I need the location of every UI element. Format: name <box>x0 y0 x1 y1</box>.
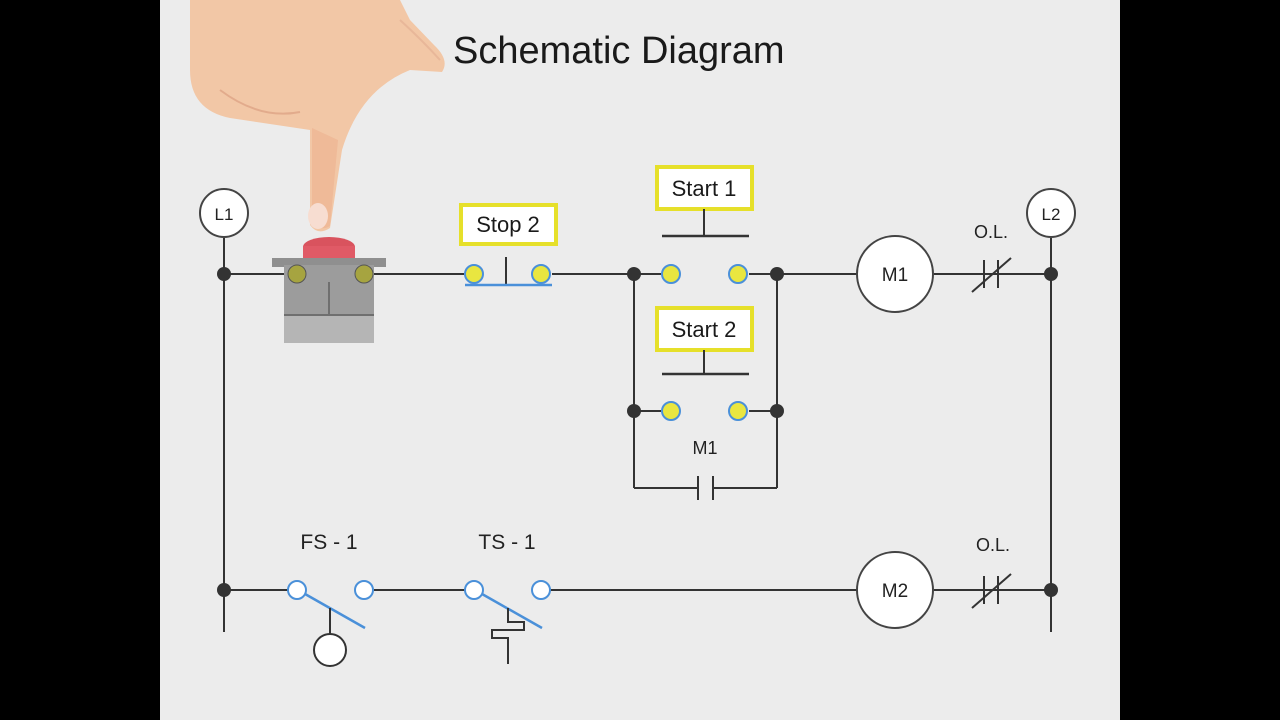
ladder-diagram: L1 L2 <box>190 0 1076 667</box>
motor-m1-label: M1 <box>882 265 908 286</box>
start2-pushbutton[interactable]: Start 2 <box>655 306 754 421</box>
terminal <box>661 401 681 421</box>
start1-label: Start 1 <box>672 176 737 201</box>
overload-label: O.L. <box>976 535 1010 555</box>
junction-dot <box>217 583 231 597</box>
l1-label: L1 <box>215 205 234 224</box>
terminal <box>728 264 748 284</box>
terminal <box>531 580 551 600</box>
stop2-label: Stop 2 <box>476 212 540 237</box>
stop1-pushbutton[interactable] <box>272 237 386 343</box>
terminal <box>354 580 374 600</box>
terminal <box>464 264 484 284</box>
junction-dot <box>770 404 784 418</box>
schematic-slide: Schematic Diagram L1 L2 <box>160 0 1120 720</box>
pointing-hand-icon <box>190 0 445 232</box>
start2-label: Start 2 <box>672 317 737 342</box>
junction-dot <box>627 404 641 418</box>
l2-label: L2 <box>1042 205 1061 224</box>
junction-dot <box>217 267 231 281</box>
overload-label: O.L. <box>974 222 1008 242</box>
ts1-label: TS - 1 <box>478 531 535 554</box>
terminal <box>661 264 681 284</box>
l2-terminal: L2 <box>1026 188 1076 238</box>
motor-m2-label: M2 <box>882 581 908 602</box>
terminal <box>287 580 307 600</box>
junction-dot <box>1044 583 1058 597</box>
start1-pushbutton[interactable]: Start 1 <box>655 165 754 284</box>
junction-dot <box>770 267 784 281</box>
diagram-title: Schematic Diagram <box>453 30 785 72</box>
holding-contact-label: M1 <box>692 438 717 458</box>
fs1-label: FS - 1 <box>300 531 357 554</box>
m1-holding-contact: M1 <box>692 438 718 500</box>
junction-dot <box>1044 267 1058 281</box>
overload-contact-1: O.L. <box>971 222 1012 293</box>
float-switch-fs1: FS - 1 <box>287 531 374 667</box>
terminal <box>531 264 551 284</box>
temperature-switch-ts1: TS - 1 <box>464 531 551 664</box>
stop2-pushbutton[interactable]: Stop 2 <box>459 203 558 287</box>
motor-m2: M2 <box>856 551 934 629</box>
terminal <box>464 580 484 600</box>
motor-m1: M1 <box>856 235 934 313</box>
junction-dot <box>627 267 641 281</box>
terminal <box>728 401 748 421</box>
l1-terminal: L1 <box>199 188 249 238</box>
overload-contact-2: O.L. <box>971 535 1012 609</box>
